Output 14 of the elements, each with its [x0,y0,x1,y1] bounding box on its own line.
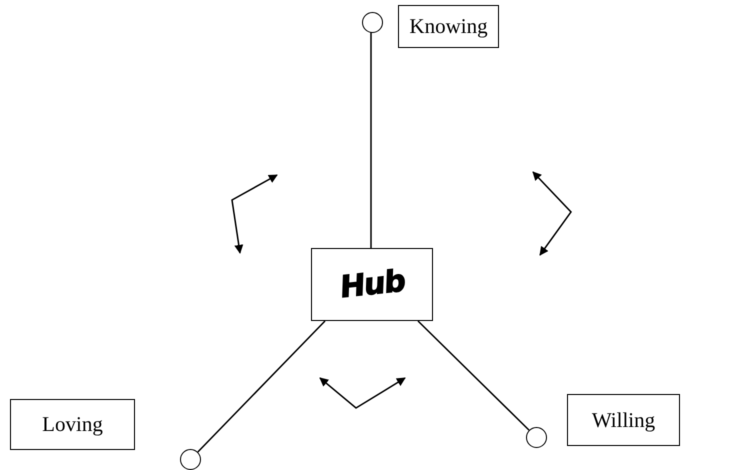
junction-circle [180,449,201,470]
box-label: Loving [42,412,103,437]
box-label: Knowing [409,14,488,39]
label-box [10,399,135,450]
connector-line [197,320,326,452]
connector-line [417,320,530,431]
junction-circle [526,427,547,448]
junction-circle [362,12,383,33]
box-label: Willing [592,408,656,432]
hub-box [311,248,433,321]
label-box [567,394,680,446]
connector-line [370,32,372,248]
hub-title: Hub [339,263,405,306]
label-box [398,5,499,48]
